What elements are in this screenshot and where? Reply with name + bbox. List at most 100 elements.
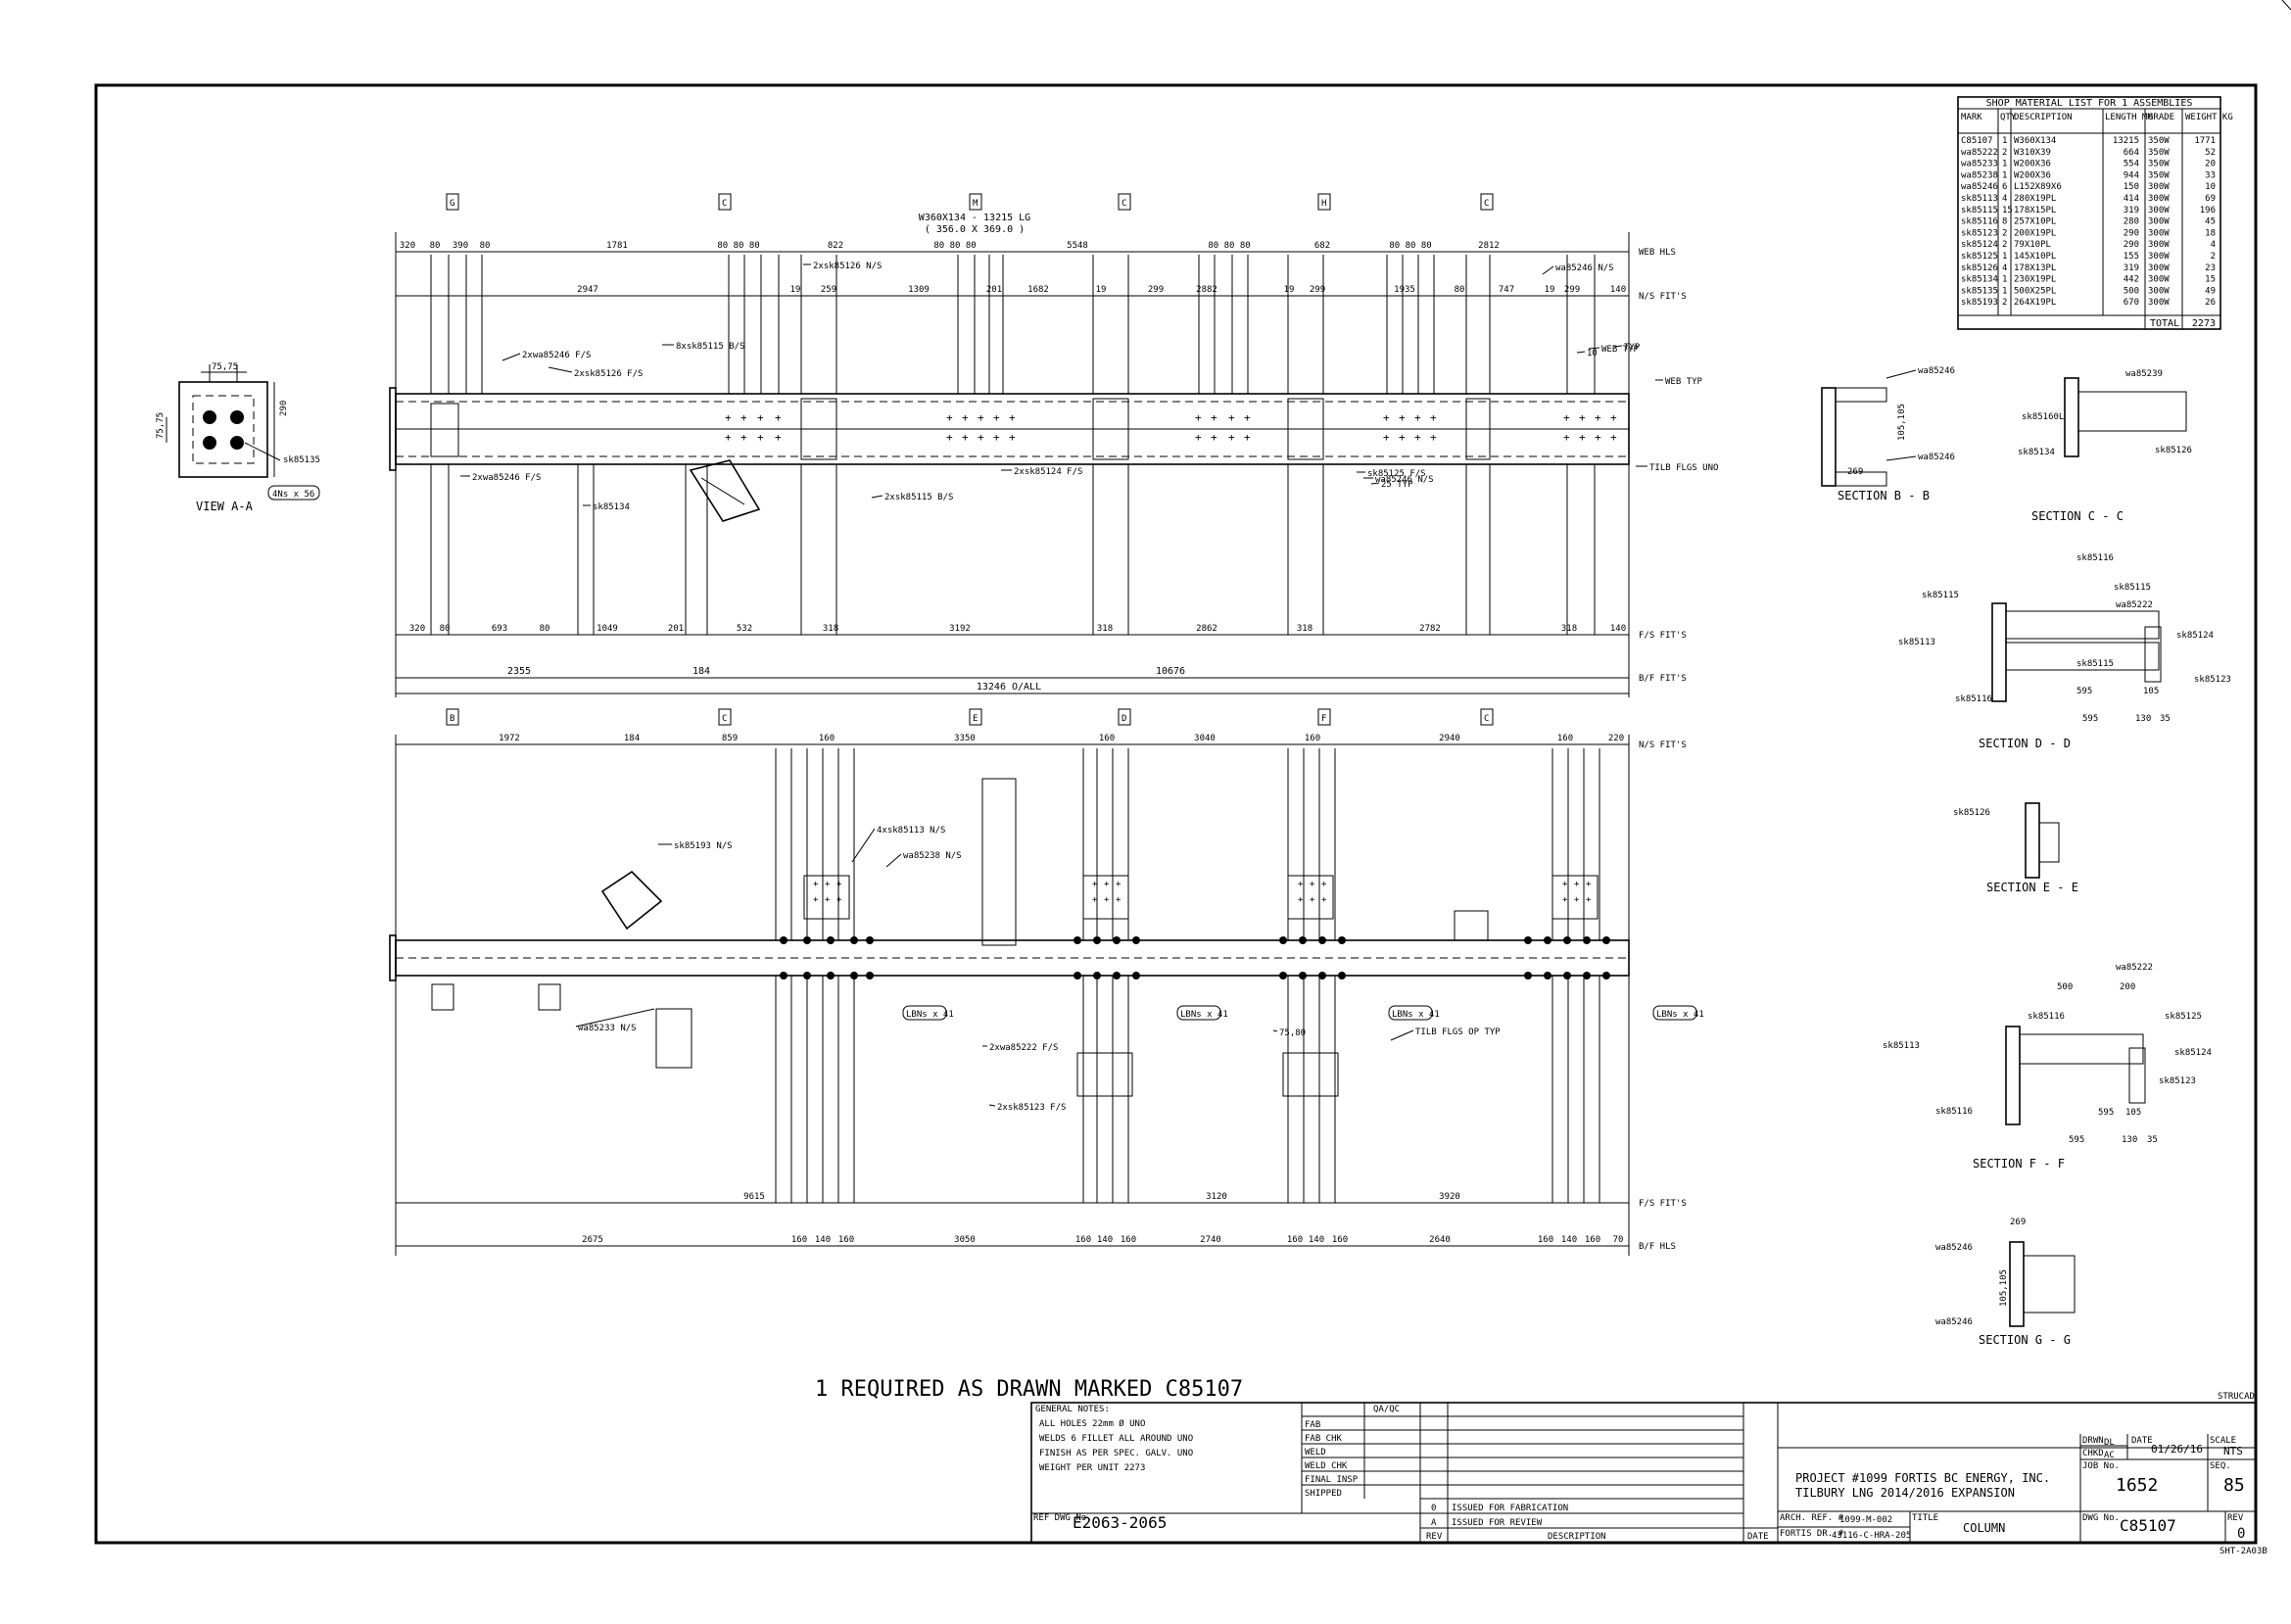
bolt-hole: + — [1430, 411, 1437, 424]
bolt-hole — [1279, 972, 1287, 979]
material-cell: 300W — [2148, 263, 2170, 273]
svg-text:sk85116: sk85116 — [1935, 1107, 1973, 1117]
title-block: GENERAL NOTES: ALL HOLES 22mm Ø UNO WELD… — [1030, 1402, 2257, 1544]
material-cell: sk85115 — [1961, 206, 1998, 215]
grid-marker — [718, 193, 732, 211]
grid-marker — [1118, 708, 1131, 726]
svg-text:wa85222: wa85222 — [2116, 600, 2153, 610]
project-line-2: TILBURY LNG 2014/2016 EXPANSION — [1795, 1486, 2015, 1500]
ref-dwg-value: E2063-2065 — [1073, 1513, 1167, 1532]
material-cell: 1 — [2002, 160, 2007, 169]
bolt-hole: + — [740, 431, 747, 444]
callout-leader — [501, 353, 521, 361]
bolt-hole: + — [825, 895, 831, 905]
bolt-hole: + — [813, 895, 819, 905]
material-cell: 300W — [2148, 298, 2170, 308]
material-cell: 150 — [2124, 182, 2139, 192]
section-g-g-label: SECTION G - G — [1979, 1333, 2071, 1347]
dim-text: 160 — [791, 1235, 807, 1245]
bolt-hole: + — [1195, 431, 1202, 444]
bolt-hole: + — [1321, 880, 1327, 889]
dim-text: 140 — [815, 1235, 831, 1245]
svg-text:269: 269 — [2010, 1218, 2026, 1227]
dim-text: 859 — [722, 734, 738, 743]
svg-text:DL: DL — [2104, 1438, 2115, 1448]
bolt-hole: + — [1092, 880, 1098, 889]
svg-text:REV: REV — [1426, 1532, 1443, 1542]
svg-text:wa85239: wa85239 — [2125, 369, 2163, 379]
svg-text:595: 595 — [2076, 687, 2092, 696]
bolt-hole: + — [1574, 895, 1580, 905]
bolt-hole: + — [1562, 880, 1568, 889]
callout-label: 10 — [1587, 349, 1598, 358]
section-b-b: wa85246 wa85246 269 105,105 SECTION B - … — [1821, 366, 1955, 502]
callout-label: wa85238 N/S — [903, 851, 962, 861]
bolt-hole: + — [1228, 431, 1235, 444]
material-cell: W200X36 — [2014, 170, 2051, 180]
material-cell: C85107 — [1961, 136, 1993, 146]
elevation-top: W360X134 - 13215 LG ( 356.0 X 369.0 ) WE… — [389, 213, 1687, 697]
bolt-hole — [1583, 972, 1591, 979]
material-cell: 300W — [2148, 182, 2170, 192]
bolt-hole — [1113, 972, 1121, 979]
material-cell: 300W — [2148, 228, 2170, 238]
bolt-hole: + — [1104, 880, 1110, 889]
bolt-hole: + — [1563, 431, 1570, 444]
svg-text:105,105: 105,105 — [1999, 1269, 2009, 1307]
svg-text:FINISH AS PER SPEC. GALV.: FINISH AS PER SPEC. GALV. UNO — [1039, 1449, 1193, 1458]
grid-marker-label: C — [1484, 199, 1489, 209]
material-cell: 6 — [2002, 182, 2007, 192]
bolt-hole — [1563, 936, 1571, 944]
bolt-hole — [1563, 972, 1571, 979]
material-cell: 52 — [2205, 148, 2216, 158]
material-cell: 1 — [2002, 136, 2007, 146]
member-depth: ( 356.0 X 369.0 ) — [925, 224, 1025, 235]
svg-text:N/S FIT'S: N/S FIT'S — [1639, 740, 1687, 750]
project-line-1: PROJECT #1099 FORTIS BC ENERGY, INC. — [1795, 1471, 2050, 1485]
view-aa: 75,75 290 75,75 sk85135 4Ns x 56 VIEW A-… — [156, 362, 320, 513]
bolt-hole: + — [1383, 431, 1390, 444]
bolt-hole: + — [1321, 895, 1327, 905]
material-cell: 264X19PL — [2014, 298, 2056, 308]
bolt-hole: + — [1116, 880, 1122, 889]
callout-leader — [1370, 482, 1380, 485]
bolt-hole: + — [1195, 411, 1202, 424]
svg-text:sk85124: sk85124 — [2174, 1048, 2212, 1058]
bolt-hole: + — [757, 411, 764, 424]
bolt-hole — [780, 972, 788, 979]
callout-label: 8xsk85115 B/S — [676, 342, 744, 352]
bolt-hole: + — [825, 880, 831, 889]
dim-text: 5548 — [1067, 241, 1088, 251]
svg-text:REV: REV — [2227, 1513, 2244, 1523]
svg-text:500: 500 — [2057, 982, 2073, 992]
bolt-hole: + — [1298, 895, 1304, 905]
svg-text:105: 105 — [2143, 687, 2159, 696]
qa-row-label: SHIPPED — [1305, 1489, 1342, 1499]
material-cell: 319 — [2124, 263, 2139, 273]
dim-text: 318 — [1561, 624, 1577, 634]
callout-label: 25 TYP — [1381, 480, 1413, 490]
svg-text:75,75: 75,75 — [156, 412, 166, 439]
job-number: 1652 — [2116, 1475, 2158, 1496]
qa-row-label: FINAL INSP — [1305, 1475, 1359, 1485]
svg-text:DATE: DATE — [2131, 1436, 2153, 1446]
callout-label: WEB TYP — [1601, 345, 1640, 355]
bolt-hole: + — [1595, 411, 1601, 424]
material-cell: 1 — [2002, 170, 2007, 180]
svg-text:DESCRIPTION: DESCRIPTION — [2014, 113, 2073, 122]
bolt-hole: + — [1104, 895, 1110, 905]
dim-text: 140 — [1610, 285, 1626, 295]
bolt-hole: + — [1610, 431, 1617, 444]
svg-text:MARK: MARK — [1961, 113, 1982, 122]
bolt-hole: + — [775, 411, 782, 424]
svg-text:200: 200 — [2120, 982, 2135, 992]
bolt-hole: + — [757, 431, 764, 444]
svg-text:sk85116: sk85116 — [2076, 553, 2114, 563]
callout-label: wa85233 N/S — [578, 1024, 637, 1033]
material-cell: 290 — [2124, 240, 2139, 250]
grid-marker-label: C — [1122, 199, 1126, 209]
svg-text:DWG No.: DWG No. — [2082, 1513, 2120, 1523]
bolt-hole: + — [1414, 431, 1421, 444]
bolt-hole: + — [1228, 411, 1235, 424]
